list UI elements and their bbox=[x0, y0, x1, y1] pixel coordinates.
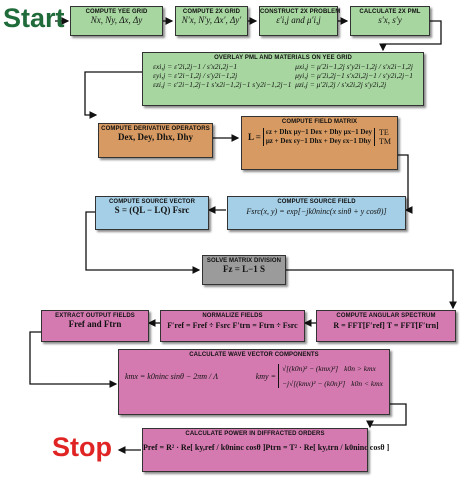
pml-2x-box: CALCULATE 2X PML s′x, s′y bbox=[350, 6, 430, 36]
normalize-box: NORMALIZE FIELDS F′ref = Fref ÷ Fsrc F′t… bbox=[160, 310, 305, 342]
arrow-solve-angular bbox=[286, 269, 457, 310]
angular-eq: R = FFT[F′ref] T = FFT[F′trn] bbox=[333, 321, 439, 330]
problem-2x-eq: ε′i,j and μ′i,j bbox=[276, 15, 321, 25]
grid-2x-eq: N′x, N′y, Δx′, Δy′ bbox=[181, 15, 242, 25]
overlay-mu-x: μxi,j = μ′2i−1,2j s′y2i−1,2j / s′x2i−1,2… bbox=[295, 62, 413, 71]
extract-title: EXTRACT OUTPUT FIELDS bbox=[55, 313, 135, 319]
arrow-wave-power bbox=[366, 403, 407, 429]
source-vector-box: COMPUTE SOURCE VECTOR S = (QL − LQ) Fsrc bbox=[95, 196, 209, 230]
derivative-box: COMPUTE DERIVATIVE OPERATORS Dex, Dey, D… bbox=[98, 123, 213, 158]
power-box: CALCULATE POWER IN DIFFRACTED ORDERS Pre… bbox=[142, 428, 389, 472]
pml-2x-eq: s′x, s′y bbox=[378, 15, 402, 25]
overlay-eps-z: εzi,j = ε′2i−1,2j−1 s′x2i−1,2j−1 s′y2i−1… bbox=[153, 80, 292, 89]
solve-box: SOLVE MATRIX DIVISION Fz = L−1 S bbox=[202, 255, 286, 285]
field-matrix-row2: μz + Dex εy−1 Dhx + Dey εx−1 Dhy bbox=[265, 137, 372, 145]
yee-grid-box: COMPUTE YEE GRID Nx, Ny, Δx, Δy bbox=[70, 6, 163, 36]
source-field-box: COMPUTE SOURCE FIELD Fsrc(x, y) = exp[−j… bbox=[227, 196, 406, 230]
yee-grid-eq: Nx, Ny, Δx, Δy bbox=[90, 15, 143, 25]
wave-vector-cond-bottom: k0n < kmx bbox=[351, 379, 383, 388]
yee-grid-title: COMPUTE YEE GRID bbox=[85, 9, 148, 15]
problem-2x-title: CONSTRUCT 2X PROBLEM bbox=[260, 9, 341, 15]
wave-vector-ky-bottom: −j√[(kmx)² − (k0n)²] bbox=[281, 379, 346, 388]
extract-eq: Fref and Ftrn bbox=[68, 319, 122, 329]
extract-box: EXTRACT OUTPUT FIELDS Fref and Ftrn bbox=[41, 310, 149, 342]
overlay-title: OVERLAY PML AND MATERIALS ON YEE GRID bbox=[214, 55, 352, 61]
solve-title: SOLVE MATRIX DIVISION bbox=[206, 258, 282, 264]
source-vector-title: COMPUTE SOURCE VECTOR bbox=[109, 199, 195, 205]
arrow-vector-solve bbox=[85, 211, 201, 274]
overlay-mu-y: μyi,j = μ′2i,2j−1 s′x2i,2j−1 / s′y2i,2j−… bbox=[295, 71, 413, 80]
normalize-eq: F′ref = Fref ÷ Fsrc F′trn = Ftrn ÷ Fsrc bbox=[167, 321, 298, 330]
derivative-eq: Dex, Dey, Dhx, Dhy bbox=[117, 132, 193, 142]
wave-vector-cond-top: k0n > kmx bbox=[344, 364, 376, 373]
angular-box: COMPUTE ANGULAR SPECTRUM R = FFT[F′ref] … bbox=[316, 310, 456, 342]
source-vector-eq: S = (QL − LQ) Fsrc bbox=[114, 205, 190, 215]
power-trn: Ptrn = T² · Re[ ky,trn / k0ninc cosθ ] bbox=[265, 443, 390, 452]
arrow-pml-overlay bbox=[379, 20, 442, 52]
pml-2x-title: CALCULATE 2X PML bbox=[359, 9, 421, 15]
field-matrix-lhs: L = bbox=[247, 131, 261, 142]
field-matrix-tm: TM bbox=[379, 137, 392, 146]
field-matrix-te: TE bbox=[379, 128, 389, 137]
wave-vector-box: CALCULATE WAVE VECTOR COMPONENTS kmx = k… bbox=[118, 349, 390, 415]
field-matrix-row1: εz + Dhx μy−1 Dex + Dhy μx−1 Dey bbox=[265, 128, 373, 136]
overlay-eps-y: εyi,j = ε′2i−1,2j / s′y2i−1,2j bbox=[153, 71, 238, 80]
solve-eq: Fz = L−1 S bbox=[222, 264, 265, 274]
derivative-title: COMPUTE DERIVATIVE OPERATORS bbox=[101, 126, 210, 132]
source-field-title: COMPUTE SOURCE FIELD bbox=[277, 199, 356, 205]
wave-vector-title: CALCULATE WAVE VECTOR COMPONENTS bbox=[189, 352, 319, 358]
start-label: Start bbox=[3, 3, 65, 33]
wave-vector-kx: kmx = k0ninc sinθ − 2πm / Λ bbox=[125, 371, 219, 381]
source-field-eq: Fsrc(x, y) = exp[−jk0ninc(x sinθ + y cos… bbox=[246, 207, 387, 216]
power-title: CALCULATE POWER IN DIFFRACTED ORDERS bbox=[185, 431, 325, 437]
power-ref: Pref = R² · Re[ ky,ref / k0ninc cosθ ] bbox=[143, 443, 266, 452]
stop-label: Stop bbox=[52, 432, 112, 462]
overlay-box: OVERLAY PML AND MATERIALS ON YEE GRID εx… bbox=[142, 52, 424, 106]
field-matrix-box: COMPUTE FIELD MATRIX L = εz + Dhx μy−1 D… bbox=[241, 116, 398, 170]
overlay-mu-z: μzi,j = μ′2i,2j / s′x2i,2j s′y2i,2j bbox=[295, 80, 387, 89]
wave-vector-ky-top: √[(k0n)² − (kmx)²] bbox=[281, 364, 339, 373]
grid-2x-box: COMPUTE 2X GRID N′x, N′y, Δx′, Δy′ bbox=[175, 6, 248, 36]
field-matrix-title: COMPUTE FIELD MATRIX bbox=[281, 119, 358, 125]
arrow-matrix-source bbox=[398, 154, 413, 214]
angular-title: COMPUTE ANGULAR SPECTRUM bbox=[336, 313, 436, 319]
grid-2x-title: COMPUTE 2X GRID bbox=[182, 9, 241, 15]
overlay-eps-x: εxi,j = ε′2i,2j−1 / s′x2i,2j−1 bbox=[153, 62, 238, 71]
arrow-overlay-derivative bbox=[84, 71, 142, 119]
arrow-extract-wave bbox=[29, 331, 118, 388]
normalize-title: NORMALIZE FIELDS bbox=[202, 313, 263, 319]
problem-2x-box: CONSTRUCT 2X PROBLEM ε′i,j and μ′i,j bbox=[259, 6, 341, 36]
wave-vector-ky-lhs: kmy = bbox=[255, 371, 276, 381]
